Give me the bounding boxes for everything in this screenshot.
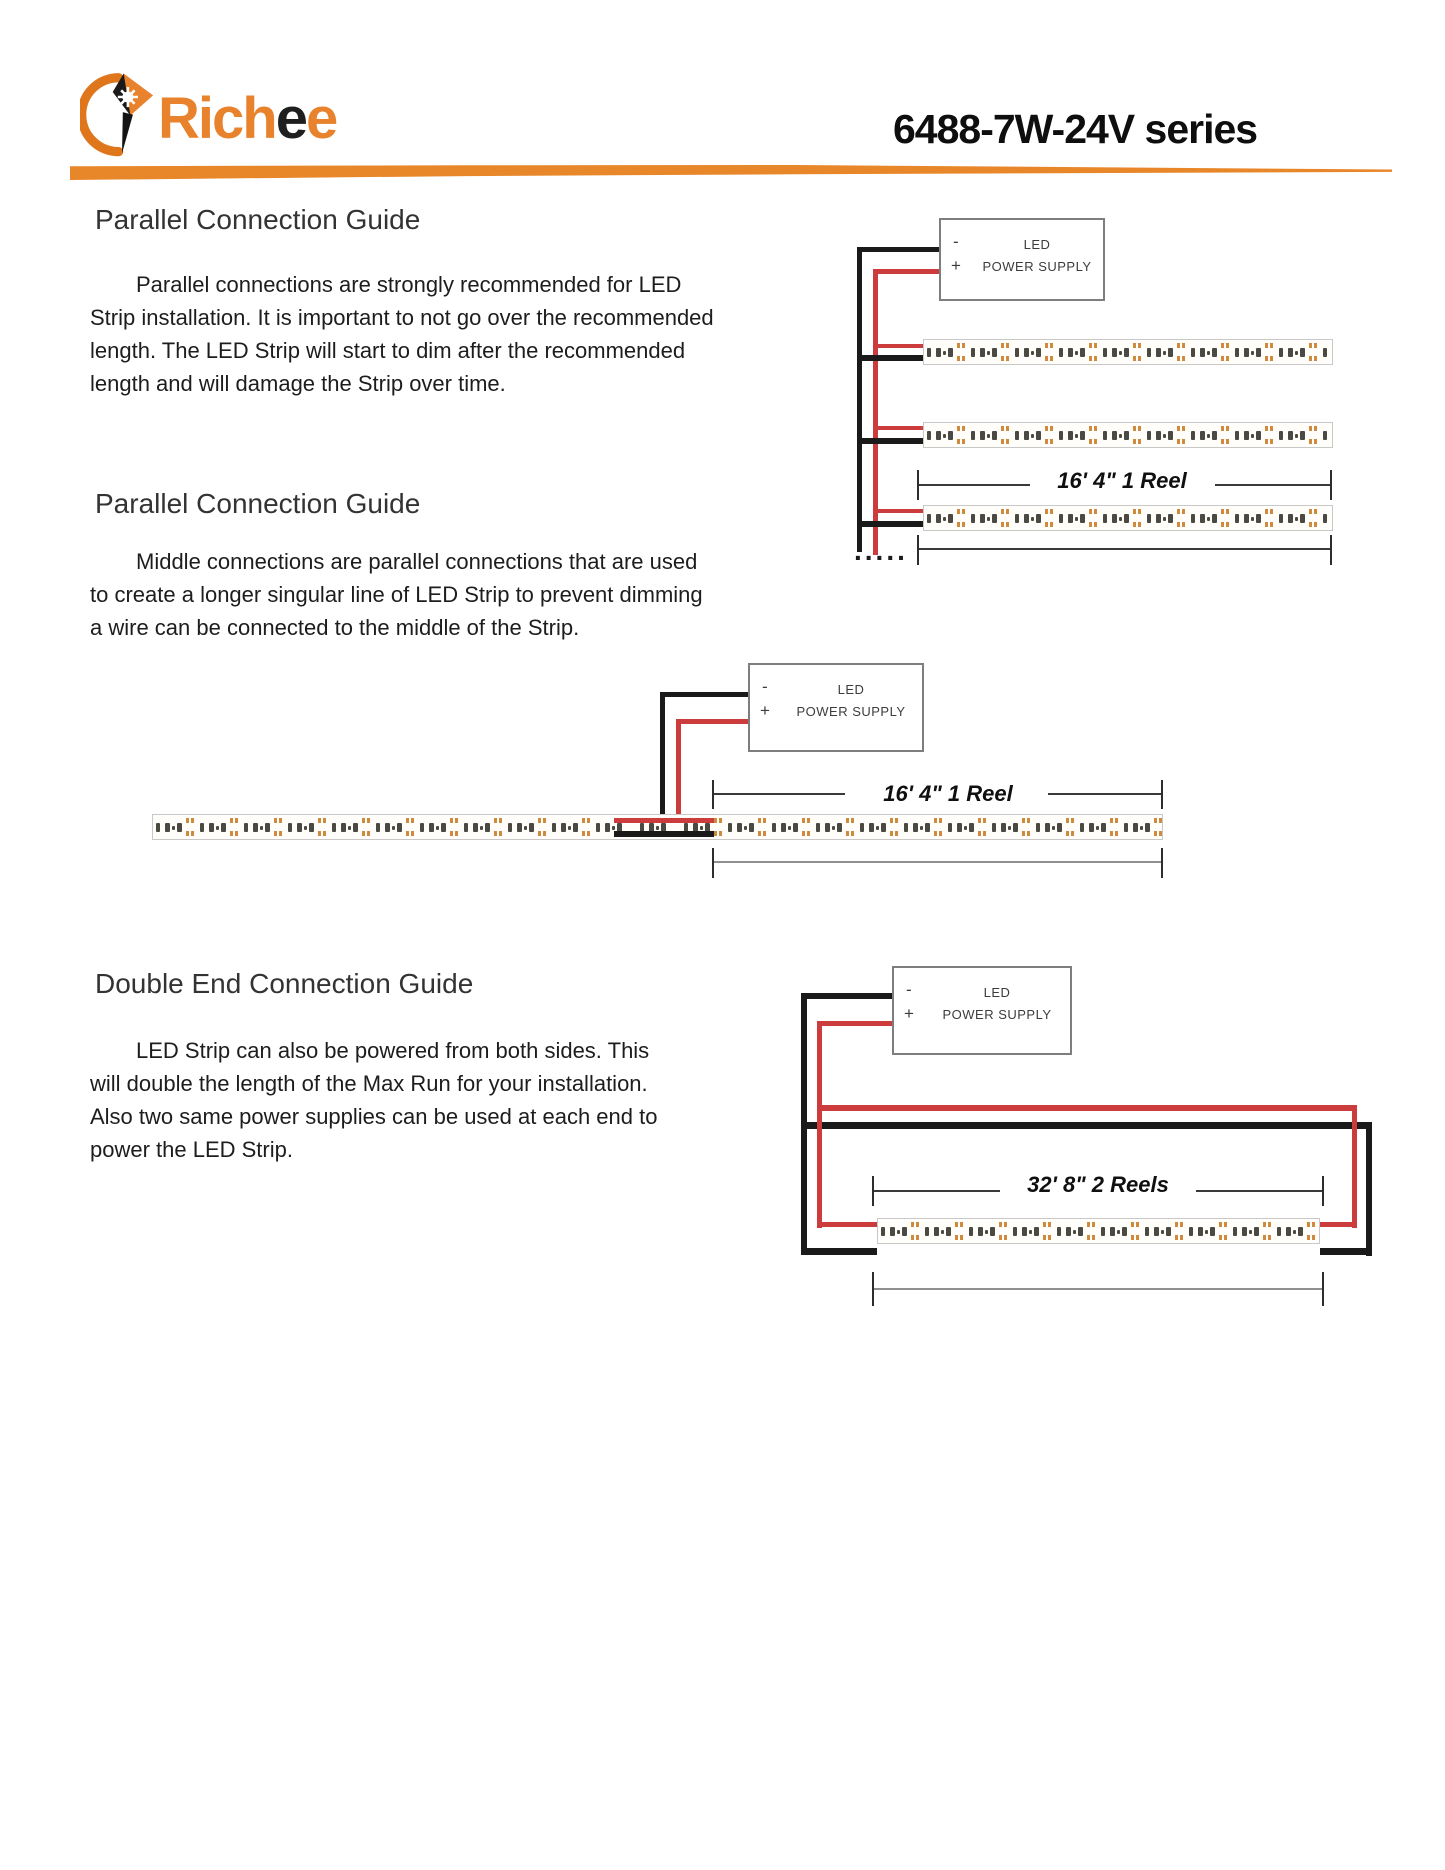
- reel-length-label: 32' 8" 2 Reels: [1027, 1172, 1169, 1197]
- dimension-tick: [712, 780, 714, 809]
- dimension-tick: [1161, 848, 1163, 878]
- dimension-tick: [1322, 1272, 1324, 1306]
- reel-length-label: 16' 4" 1 Reel: [883, 781, 1013, 806]
- section1-line: Parallel connections are strongly recomm…: [136, 272, 682, 297]
- psu-minus-terminal: -: [953, 232, 959, 251]
- dimension-line: [714, 793, 845, 795]
- dimension-tick: [1330, 470, 1332, 500]
- section2-line: Middle connections are parallel connecti…: [136, 549, 698, 574]
- psu-label-line1: LED: [983, 985, 1011, 1000]
- positive-end-connection: [817, 1222, 877, 1227]
- logo-text-orange-1: Rich: [158, 86, 278, 151]
- negative-branch-wire: [859, 521, 923, 527]
- led-strip: [877, 1218, 1320, 1244]
- dimension-line: [1196, 1190, 1322, 1192]
- section3-line: will double the length of the Max Run fo…: [90, 1071, 648, 1096]
- positive-middle-connection: [614, 818, 714, 823]
- positive-branch-wire: [875, 509, 923, 513]
- positive-wire: [873, 269, 941, 274]
- section1-line: length. The LED Strip will start to dim …: [90, 338, 686, 363]
- section3-line: power the LED Strip.: [90, 1137, 293, 1162]
- led-power-supply-box: - + LED POWER SUPPLY: [892, 966, 1072, 1055]
- dimension-line: [919, 484, 1030, 486]
- negative-branch-wire: [859, 438, 923, 444]
- logo-text-black-e: e: [275, 86, 308, 151]
- dimension-line: [1215, 484, 1330, 486]
- dimension-line: [714, 861, 1161, 863]
- led-strip: [923, 422, 1333, 448]
- led-power-supply-box: - + LED POWER SUPPLY: [748, 663, 924, 752]
- positive-wire-run: [817, 1105, 1357, 1111]
- negative-wire: [857, 247, 941, 252]
- richee-logo-text: Richee: [158, 90, 338, 148]
- richee-logo-icon: [80, 73, 154, 157]
- negative-wire-right-drop: [1366, 1122, 1372, 1256]
- dimension-tick: [1161, 780, 1163, 809]
- psu-plus-terminal: +: [904, 1004, 914, 1023]
- psu-label-line2: POWER SUPPLY: [942, 1007, 1052, 1022]
- header-divider: [70, 165, 1392, 180]
- section3-line: LED Strip can also be powered from both …: [136, 1038, 650, 1063]
- psu-label-line2: POWER SUPPLY: [982, 259, 1092, 274]
- logo-text-orange-2: e: [305, 86, 338, 151]
- dimension-tick: [872, 1176, 874, 1206]
- psu-label-line1: LED: [1023, 237, 1051, 252]
- negative-middle-connection: [614, 831, 714, 837]
- psu-plus-terminal: +: [951, 256, 961, 275]
- psu-label-line2: POWER SUPPLY: [796, 704, 906, 719]
- led-power-supply-box: - + LED POWER SUPPLY: [939, 218, 1105, 301]
- section1-line: length and will damage the Strip over ti…: [90, 371, 506, 396]
- negative-end-connection: [1320, 1248, 1372, 1255]
- section1-heading: Parallel Connection Guide: [95, 204, 421, 235]
- section1-line: Strip installation. It is important to n…: [90, 305, 714, 330]
- dimension-line: [874, 1288, 1322, 1290]
- negative-end-connection: [801, 1248, 877, 1255]
- reel-length-label: 16' 4" 1 Reel: [1057, 468, 1187, 493]
- dimension-tick: [712, 848, 714, 878]
- psu-minus-terminal: -: [762, 677, 768, 696]
- section2-heading: Parallel Connection Guide: [95, 488, 421, 519]
- positive-wire-right-drop: [1352, 1105, 1357, 1228]
- positive-wire-left-drop: [817, 1021, 822, 1228]
- led-strip: [923, 505, 1333, 531]
- negative-wire: [660, 692, 748, 697]
- section2-line: to create a longer singular line of LED …: [90, 582, 703, 607]
- negative-branch-wire: [859, 355, 923, 361]
- positive-end-connection: [1320, 1222, 1357, 1227]
- positive-wire: [817, 1021, 892, 1026]
- dimension-line: [1048, 793, 1161, 795]
- section2-line: a wire can be connected to the middle of…: [90, 615, 580, 640]
- dimension-tick: [917, 535, 919, 565]
- dimension-tick: [1330, 535, 1332, 565]
- positive-branch-wire: [875, 426, 923, 430]
- dimension-line: [919, 548, 1330, 550]
- negative-wire-run: [801, 1122, 1372, 1129]
- dimension-line: [874, 1190, 1000, 1192]
- positive-wire-bus: [873, 269, 878, 555]
- positive-wire-drop: [676, 719, 681, 823]
- negative-wire-bus: [857, 247, 862, 552]
- negative-wire: [801, 993, 892, 999]
- psu-minus-terminal: -: [906, 980, 912, 999]
- dimension-tick: [1322, 1176, 1324, 1206]
- continuation-dots: .....: [854, 535, 908, 566]
- dimension-tick: [917, 470, 919, 500]
- positive-branch-wire: [875, 344, 923, 348]
- positive-wire: [676, 719, 748, 724]
- section3-line: Also two same power supplies can be used…: [90, 1104, 658, 1129]
- led-strip: [923, 339, 1333, 365]
- negative-wire-drop: [660, 692, 665, 835]
- psu-label-line1: LED: [837, 682, 865, 697]
- section3-heading: Double End Connection Guide: [95, 968, 474, 999]
- psu-plus-terminal: +: [760, 701, 770, 720]
- dimension-tick: [872, 1272, 874, 1306]
- page-title: 6488-7W-24V series: [893, 106, 1258, 152]
